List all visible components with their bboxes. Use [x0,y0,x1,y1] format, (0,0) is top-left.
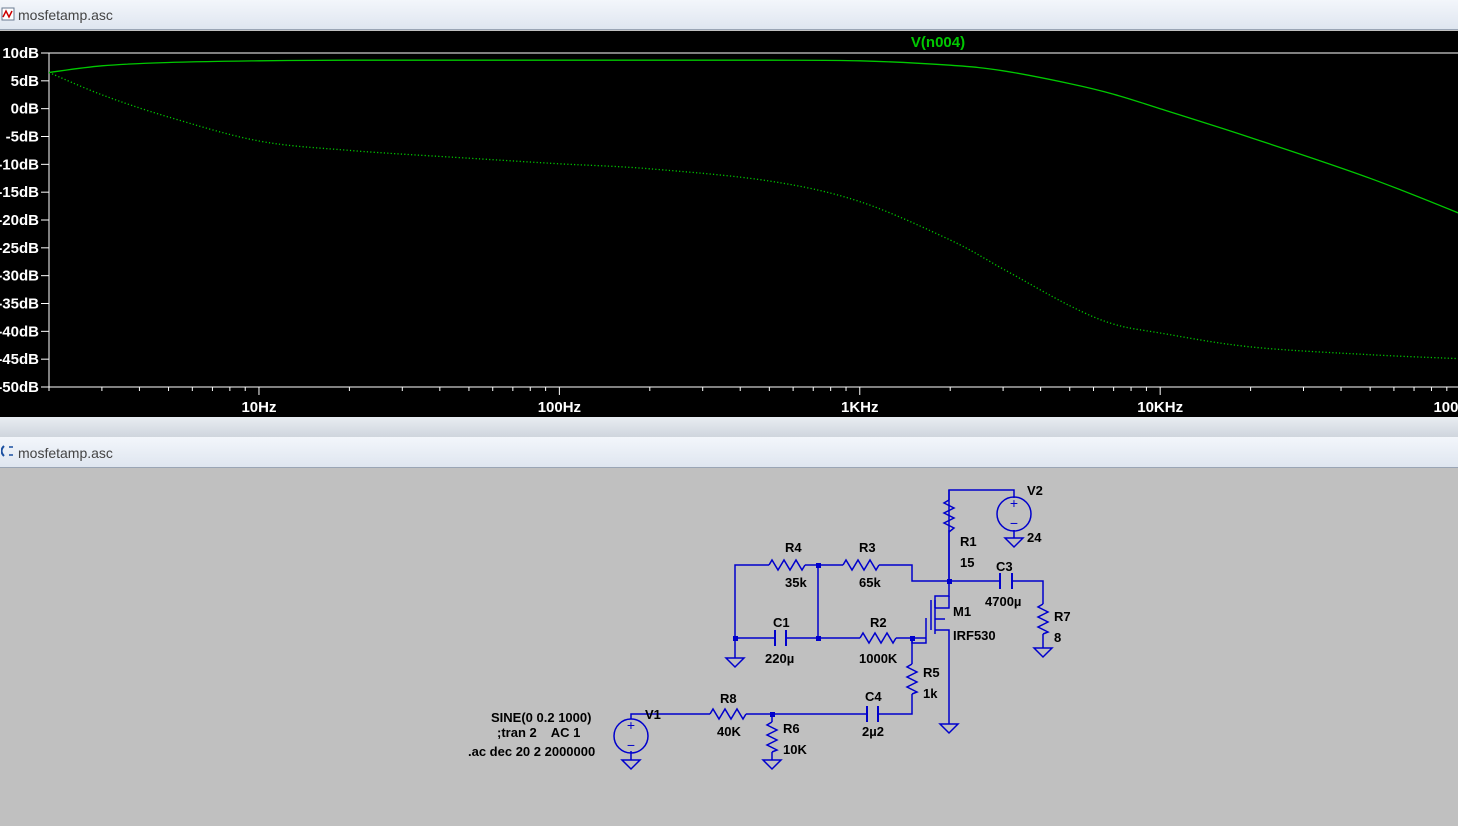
voltage-source-v2: + − [996,495,1032,532]
x-tick-label: 10KHz [1137,399,1183,416]
y-tick-label: 5dB [11,73,40,90]
component-name-c1[interactable]: C1 [773,615,790,630]
schematic-window-title: mosfetamp.asc [18,445,113,461]
schematic-sheet[interactable]: + − + − R4 35k R3 [0,468,1458,821]
resistor-r7 [1036,603,1050,635]
component-value-r6[interactable]: 10K [783,742,807,757]
svg-text:−: − [627,737,635,753]
component-name-m1[interactable]: M1 [953,604,971,619]
waveform-plot[interactable]: 10dB 5dB 0dB -5dB -10dB -15dB -20dB -25dB -30dB -… [0,31,1458,417]
magnitude-trace[interactable] [48,59,1458,219]
x-tick-label: 10Hz [241,399,276,416]
ground-icon [724,657,746,669]
capacitor-c4 [866,706,879,722]
y-tick-label: -10dB [0,156,39,173]
y-tick-label: -35dB [0,296,39,313]
svg-text:+: + [627,717,635,733]
component-name-c4[interactable]: C4 [865,689,882,704]
component-name-v2[interactable]: V2 [1027,483,1043,498]
ac-analysis-chart[interactable]: 10dB 5dB 0dB -5dB -10dB -15dB -20dB -25dB -30dB -… [0,31,1458,417]
spice-directive[interactable]: .ac dec 20 2 2000000 [468,744,595,759]
resistor-r6 [765,721,779,753]
component-name-r7[interactable]: R7 [1054,609,1071,624]
x-tick-label: 100KHz [1433,399,1458,416]
y-tick-label: 0dB [11,101,40,118]
y-tick-label: -30dB [0,268,39,285]
component-name-r6[interactable]: R6 [783,721,800,736]
resistor-r5 [905,663,919,695]
waveform-viewer-icon [1,7,15,21]
capacitor-c1 [774,630,787,646]
ground-icon [1003,537,1025,549]
component-name-r5[interactable]: R5 [923,665,940,680]
component-name-r8[interactable]: R8 [720,691,737,706]
component-name-v1[interactable]: V1 [645,707,661,722]
svg-text:+: + [1010,495,1018,511]
y-tick-label: -25dB [0,240,39,257]
spice-directive[interactable]: SINE(0 0.2 1000) [491,710,591,725]
ground-icon [1032,647,1054,659]
component-value-r1[interactable]: 15 [960,555,974,570]
schematic-icon [1,445,13,457]
trace-name-label[interactable]: V(n004) [911,34,965,51]
schematic-window-titlebar[interactable]: mosfetamp.asc [0,437,1458,468]
component-value-c4[interactable]: 2µ2 [862,724,884,739]
y-tick-label: -15dB [0,184,39,201]
junction-dots [733,563,952,717]
y-tick-label: -50dB [0,379,39,396]
y-tick-label: -5dB [6,129,40,146]
x-tick-label: 1KHz [841,399,879,416]
y-tick-label: -40dB [0,323,39,340]
component-value-r8[interactable]: 40K [717,724,741,739]
ground-icon [761,759,783,771]
component-value-r2[interactable]: 1000K [859,651,898,666]
plot-window-titlebar[interactable]: mosfetamp.asc [0,0,1458,30]
resistor-r8 [709,707,747,721]
svg-text:−: − [1010,515,1018,531]
y-tick-label: 10dB [2,45,39,62]
component-value-r5[interactable]: 1k [923,686,938,701]
capacitor-c3 [999,573,1013,589]
y-tick-label: -20dB [0,212,39,229]
schematic-canvas[interactable]: + − + − R4 35k R3 [0,468,1458,821]
phase-trace[interactable] [48,71,1458,360]
ground-icon [620,759,642,771]
component-value-c1[interactable]: 220µ [765,651,794,666]
component-value-r7[interactable]: 8 [1054,630,1061,645]
plot-window-title: mosfetamp.asc [18,7,113,23]
component-value-c3[interactable]: 4700µ [985,594,1021,609]
window-separator[interactable] [0,417,1458,437]
component-name-r1[interactable]: R1 [960,534,977,549]
component-name-r3[interactable]: R3 [859,540,876,555]
resistor-r2 [859,631,897,645]
component-name-r4[interactable]: R4 [785,540,802,555]
resistor-r3 [842,558,880,572]
spice-directive[interactable]: ;tran 2 AC 1 [497,725,580,740]
component-name-r2[interactable]: R2 [870,615,887,630]
y-tick-label: -45dB [0,351,39,368]
component-value-r4[interactable]: 35k [785,575,807,590]
component-name-c3[interactable]: C3 [996,559,1013,574]
component-value-v2[interactable]: 24 [1027,530,1042,545]
x-tick-label: 100Hz [538,399,581,416]
component-value-r3[interactable]: 65k [859,575,881,590]
voltage-source-v1: + − [613,717,649,754]
component-value-m1[interactable]: IRF530 [953,628,996,643]
ground-icon [938,723,960,735]
schematic-wires [630,489,1044,760]
resistor-r4 [768,558,806,572]
